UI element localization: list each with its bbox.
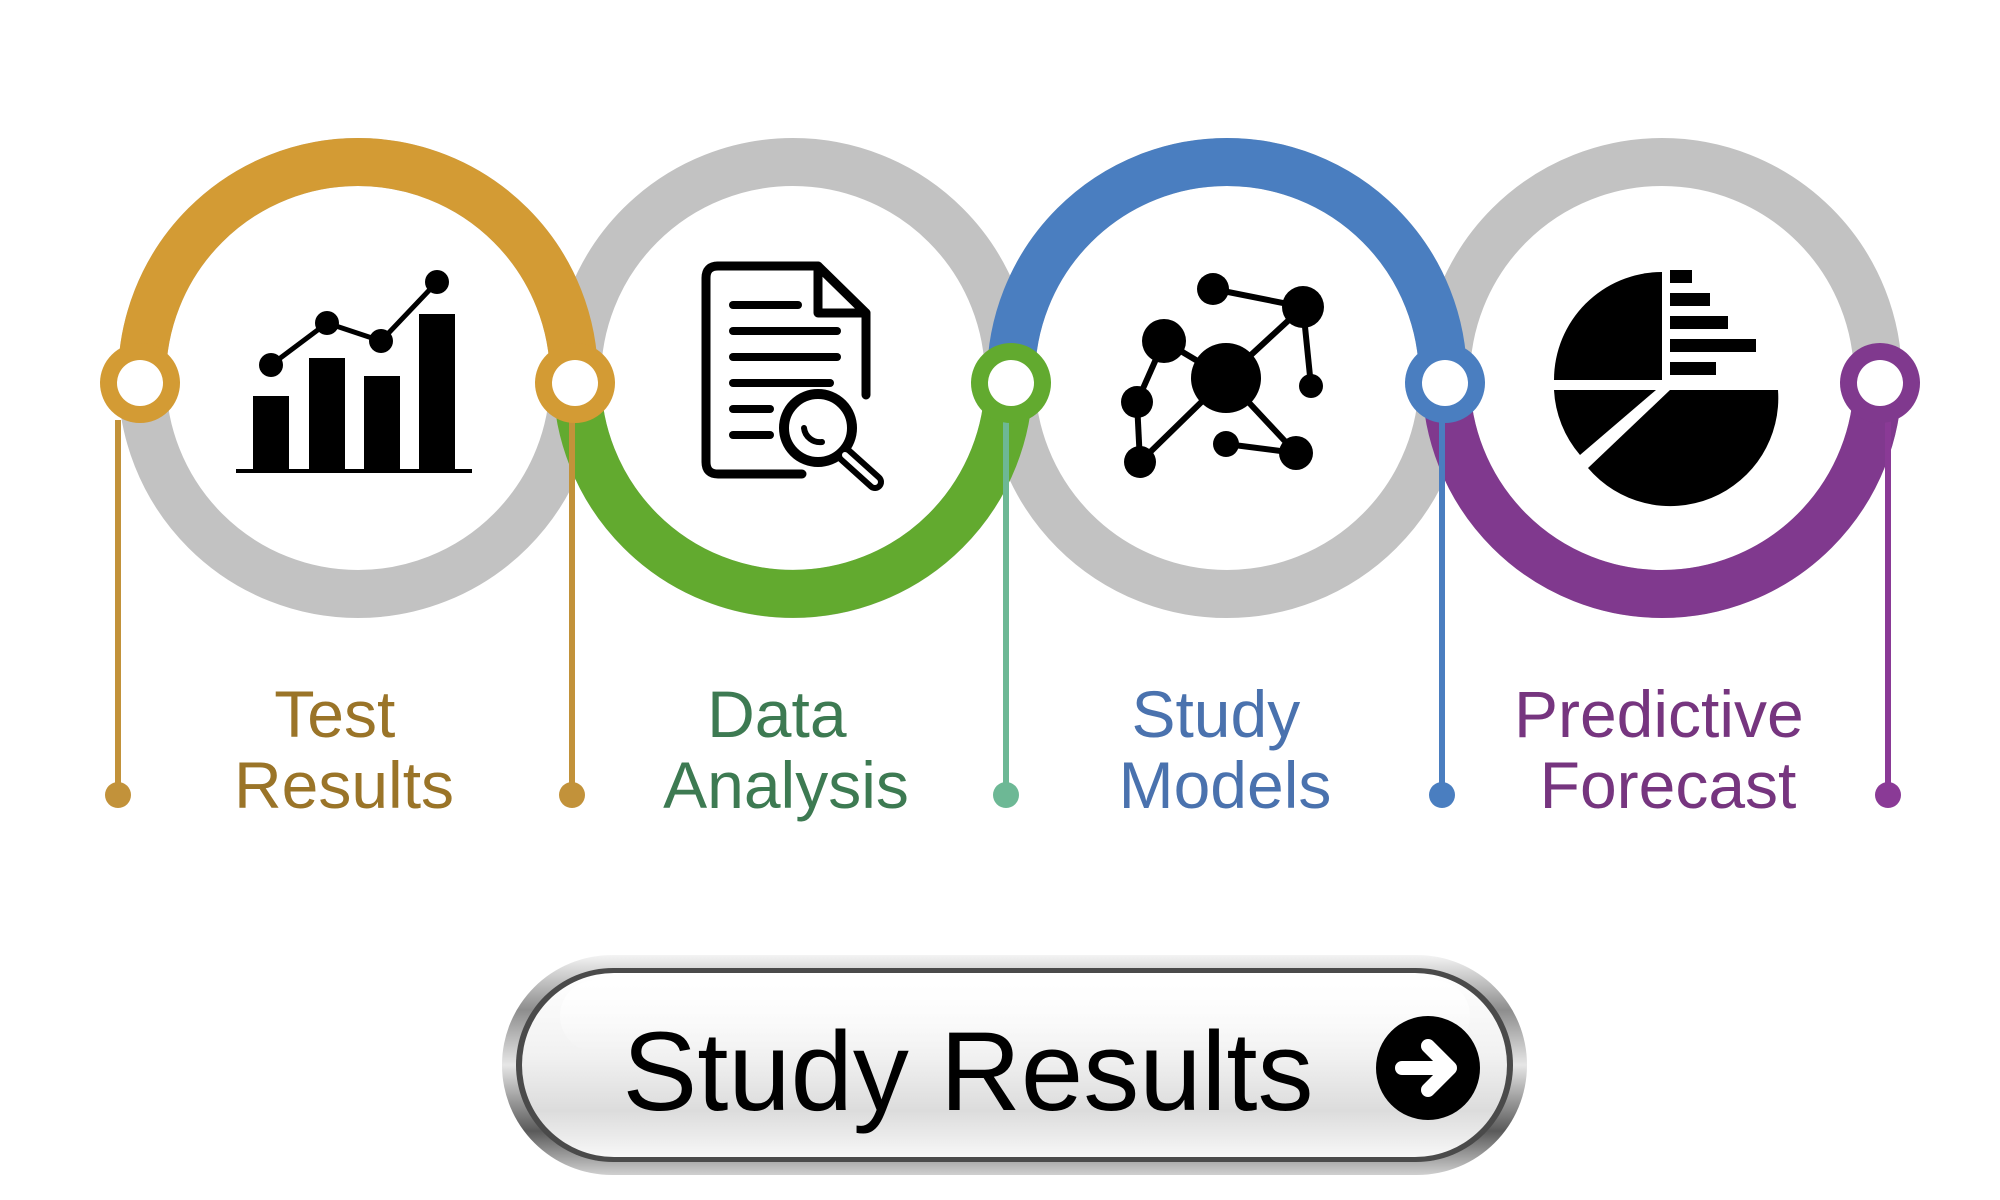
arrow-right-circle-icon	[1376, 1016, 1480, 1120]
arc-test-results	[118, 138, 598, 379]
arc-data-analysis	[553, 377, 1033, 618]
pin-dot-5	[1875, 782, 1901, 808]
colored-arcs	[118, 138, 1902, 618]
label-test-results-line2: Results	[234, 748, 454, 822]
label-study-models-line2: Models	[1119, 748, 1332, 822]
label-data-analysis: Data Analysis	[663, 677, 909, 822]
label-predictive-forecast-line2: Forecast	[1540, 748, 1797, 822]
pin-dot-4	[1429, 782, 1455, 808]
label-data-analysis-line1: Data	[707, 677, 847, 751]
label-predictive-forecast: Predictive Forecast	[1514, 677, 1822, 822]
arc-study-models	[987, 138, 1467, 379]
document-search-icon	[701, 261, 884, 491]
connector-nodes	[100, 343, 1920, 423]
arc-predictive-forecast	[1422, 377, 1902, 618]
study-results-button[interactable]: Study Results	[502, 955, 1527, 1175]
label-study-models: Study Models	[1119, 677, 1332, 822]
bar-chart-trend-icon	[236, 270, 472, 473]
label-predictive-forecast-line1: Predictive	[1514, 677, 1804, 751]
network-nodes-icon	[1121, 273, 1324, 478]
label-test-results-line1: Test	[274, 677, 395, 751]
label-study-models-line1: Study	[1131, 677, 1300, 751]
pin-lines	[105, 420, 1901, 808]
pin-dot-3	[993, 782, 1019, 808]
pie-chart-icon	[1554, 270, 1779, 507]
pin-dot-2	[559, 782, 585, 808]
pin-dot-1	[105, 782, 131, 808]
study-results-button-label: Study Results	[623, 1009, 1314, 1134]
step-labels: Test Results Data Analysis Study Models …	[234, 677, 1822, 822]
label-test-results: Test Results	[234, 677, 454, 822]
label-data-analysis-line2: Analysis	[663, 748, 909, 822]
